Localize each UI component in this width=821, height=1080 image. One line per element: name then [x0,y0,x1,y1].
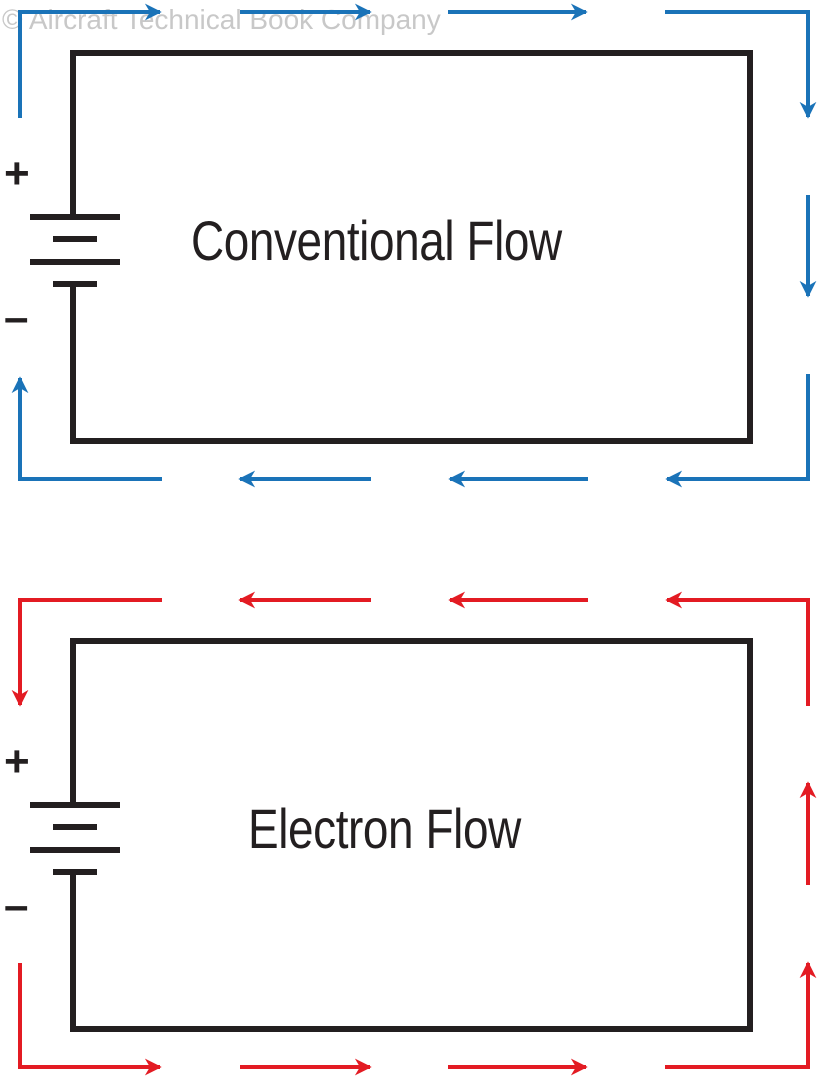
flow-arrow [18,3,162,118]
battery-symbol [30,802,120,875]
electron-flow-circuit [11,591,817,1076]
battery-symbol [30,214,120,287]
conventional-flow-circuit [11,3,817,488]
current-arrows [11,591,817,1076]
negative-terminal-label: – [4,881,29,930]
positive-terminal-label: + [4,737,30,786]
flow-arrow [18,963,162,1076]
flow-arrow [665,591,810,706]
positive-terminal-label: + [4,149,30,198]
flow-arrow [11,376,162,481]
flow-arrow [665,374,810,488]
circuit-title: Electron Flow [248,797,521,860]
circuit-wire [70,638,753,1032]
negative-terminal-label: – [4,293,29,342]
flow-arrow [665,10,817,119]
circuit-wire [70,50,753,444]
flow-arrow [665,961,817,1069]
flow-arrow [11,598,162,707]
current-arrows [11,3,817,488]
circuit-title: Conventional Flow [191,209,562,272]
